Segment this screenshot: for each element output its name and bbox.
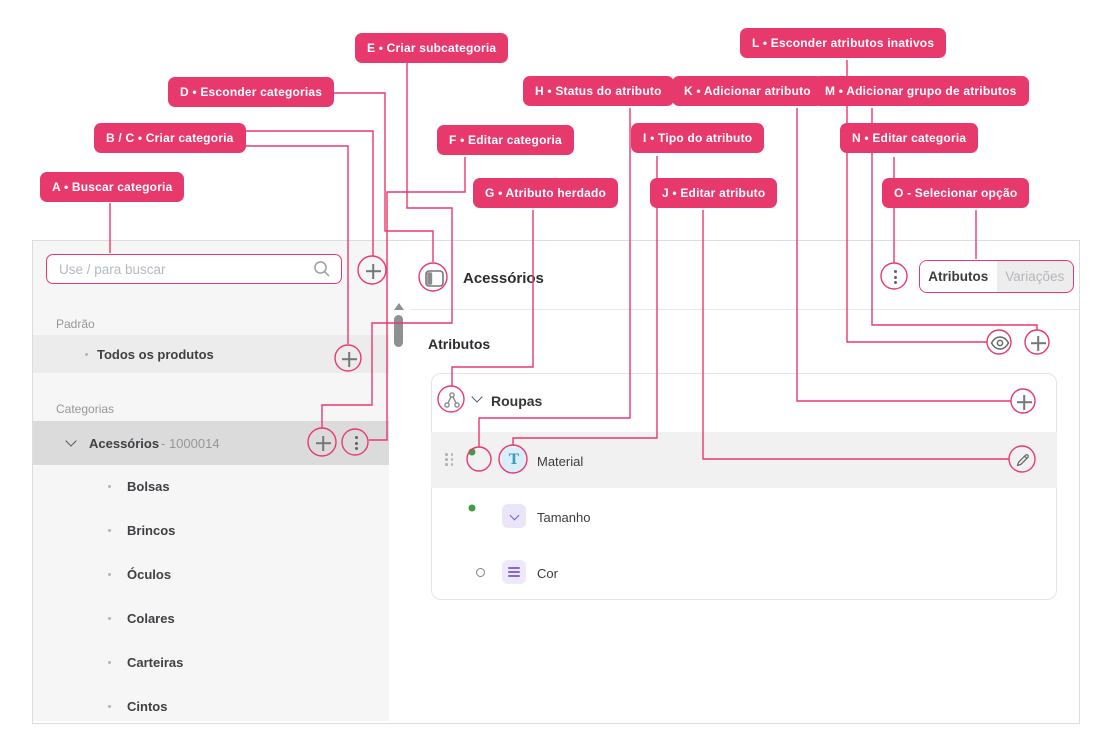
chevron-down-icon[interactable] [65,435,77,447]
attributes-variations-tabs: Atributos Variações [919,260,1074,293]
kebab-menu-icon [893,270,897,284]
attribute-group-name: Roupas [491,393,543,409]
annotation-badge-m: M • Adicionar grupo de atributos [813,76,1029,106]
add-category-hover-button[interactable] [335,345,363,373]
annotation-badge-o: O - Selecionar opção [882,178,1030,208]
leader-b [240,130,374,256]
annotation-badge-j: J • Editar atributo [650,178,778,208]
sidebar-item-child[interactable]: Cintos [33,686,389,726]
plus-icon [1017,395,1032,410]
add-attribute-group-button[interactable] [1024,329,1052,357]
annotation-badge-f: F • Editar categoria [437,125,574,155]
annotation-badge-e: E • Criar subcategoria [355,33,509,63]
sidebar-item-child[interactable]: Bolsas [33,466,389,506]
plus-icon [342,352,357,367]
plus-icon [366,264,381,279]
tab-atributos[interactable]: Atributos [920,261,997,292]
edit-attribute-button[interactable] [1012,449,1034,471]
scroll-up-arrow[interactable] [394,303,404,310]
drag-handle[interactable] [445,453,454,466]
inherited-attribute-icon [441,389,463,411]
attribute-type-select-icon [502,504,526,528]
sidebar-toggle-icon [424,269,444,287]
pencil-icon [1016,454,1029,467]
annotation-badge-i: I • Tipo do atributo [631,123,765,153]
sidebar-item-label: Todos os produtos [97,346,214,362]
add-attribute-button[interactable] [1010,388,1038,416]
annotation-badge-bc: B / C • Criar categoria [94,123,246,153]
bullet-icon [85,352,88,356]
annotation-badge-k: K • Adicionar atributo [672,76,823,106]
sidebar-item-child[interactable]: Colares [33,598,389,638]
category-attributes-app: Padrão Todos os produtos Categorias Aces… [32,240,1080,724]
search-icon [313,260,331,278]
leader-d [324,92,434,262]
attribute-status-inactive-icon [476,568,485,577]
kebab-menu-icon [354,436,358,450]
annotation-badge-a: A • Buscar categoria [40,172,185,202]
search-input[interactable] [57,260,313,278]
category-search-box[interactable] [46,254,342,284]
page-title: Acessórios [463,270,544,287]
edit-category-menu-button[interactable] [882,264,908,290]
attribute-type-list-icon [502,560,526,584]
annotation-badge-l: L • Esconder atributos inativos [740,28,947,58]
create-subcategory-button[interactable] [309,429,337,457]
attribute-type-text-icon: T [502,448,526,472]
annotation-badge-d: D • Esconder categorias [168,77,335,107]
header-divider [411,309,1079,310]
annotation-badge-g: G • Atributo herdado [473,178,619,208]
sidebar-section-default: Padrão [56,317,95,331]
attribute-name: Cor [537,566,558,581]
sidebar-item-child[interactable]: Brincos [33,510,389,550]
category-name: Acessórios [89,435,160,451]
attribute-name: Material [537,454,584,469]
annotation-badge-h: H • Status do atributo [523,76,674,106]
create-category-button[interactable] [359,257,387,285]
category-menu-button[interactable] [343,430,369,456]
attribute-name: Tamanho [537,510,591,525]
sidebar-section-categories: Categorias [56,402,115,416]
hide-categories-button[interactable] [423,267,445,289]
sidebar-item-child[interactable]: Carteiras [33,642,389,682]
scrollbar-thumb[interactable] [394,315,403,347]
annotation-badge-n: N • Editar categoria [840,123,979,153]
plus-icon [316,436,331,451]
attributes-section-title: Atributos [428,336,491,352]
hide-inactive-attributes-button[interactable] [989,332,1011,354]
sidebar-item-child[interactable]: Óculos [33,554,389,594]
tab-variacoes[interactable]: Variações [1005,269,1065,284]
plus-icon [1031,336,1046,351]
categories-sidebar: Padrão Todos os produtos Categorias Aces… [33,241,389,721]
category-code: - 1000014 [161,435,220,451]
eye-icon [990,336,1010,350]
